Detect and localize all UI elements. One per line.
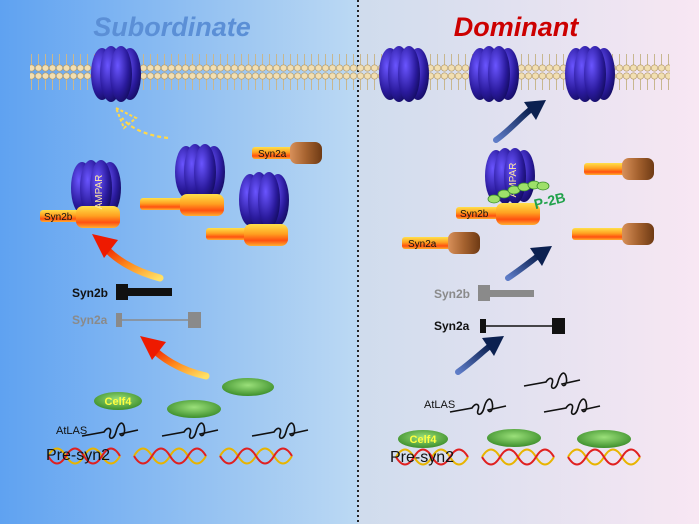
p2b-label: P-2B — [532, 189, 567, 212]
phosphate-group-icons — [487, 180, 550, 204]
rna-binding-protein — [222, 378, 274, 396]
ampar-label: AMPAR — [94, 175, 105, 210]
navy-arrow-icon — [493, 100, 546, 143]
syn2b-ampar-complex — [140, 144, 225, 216]
syn2b-label: Syn2b — [44, 212, 73, 223]
ampar-receptor-membrane — [469, 46, 519, 102]
syn2a-gene-structure — [480, 318, 565, 334]
celf4-protein — [94, 392, 142, 410]
dashed-arrow-icon — [114, 105, 169, 140]
orange-arrow-icon — [92, 234, 164, 282]
syn2b-gene-structure — [116, 284, 172, 300]
celf4-label: Celf4 — [105, 396, 133, 408]
syn2b-ampar-complex — [40, 160, 121, 228]
syn2b-gene-label: Syn2b — [72, 286, 108, 300]
ampar-receptor-membrane — [91, 46, 141, 102]
navy-arrow-icon — [455, 336, 504, 375]
pre-syn2-label: Pre-syn2 — [46, 447, 110, 464]
celf4-protein — [398, 430, 448, 448]
atlas-label: AtLAS — [56, 425, 87, 437]
syn2a-label: Syn2a — [408, 239, 437, 250]
rna-binding-protein — [167, 400, 221, 418]
syn2a-label: Syn2a — [258, 149, 287, 160]
pre-syn2-label: Pre-syn2 — [390, 449, 454, 466]
ampar-label: AMPAR — [508, 163, 519, 198]
syn2b-label: Syn2b — [460, 209, 489, 220]
rna-binding-protein — [487, 429, 541, 447]
title-dominant: Dominant — [454, 12, 580, 42]
celf4-label: Celf4 — [410, 434, 438, 446]
ampar-receptor-membrane — [379, 46, 429, 102]
syn2b-gene-label: Syn2b — [434, 287, 470, 301]
atlas-label: AtLAS — [424, 399, 455, 411]
title-subordinate: Subordinate — [93, 12, 251, 42]
phosphorylated-syn2b-ampar-complex — [456, 148, 540, 225]
syn2a-gene-label: Syn2a — [72, 313, 108, 327]
orange-arrow-icon — [140, 336, 210, 380]
syn2a-gene-label: Syn2a — [434, 319, 470, 333]
syn2b-ampar-complex — [206, 172, 289, 246]
syn2b-gene-structure — [478, 285, 534, 301]
navy-arrow-icon — [505, 246, 552, 281]
rna-binding-protein — [577, 430, 631, 448]
ampar-receptor-membrane — [565, 46, 615, 102]
syn2a-gene-structure — [116, 312, 201, 328]
